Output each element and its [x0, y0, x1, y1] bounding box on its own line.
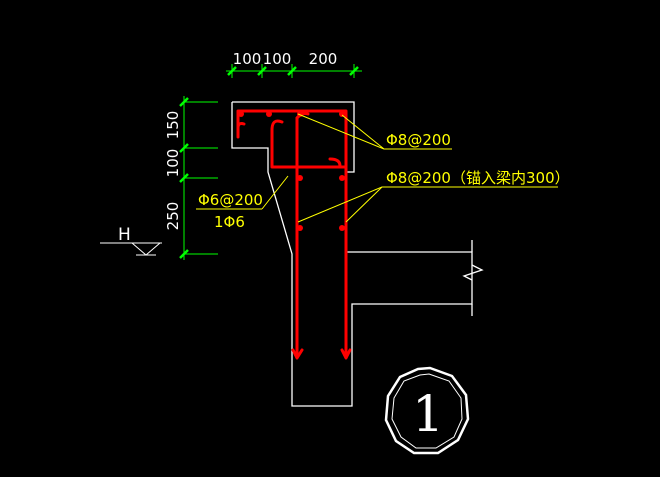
top-dim-tick: [227, 66, 237, 76]
rebar-dot: [339, 225, 345, 231]
rebar-dot: [297, 175, 303, 181]
top-dim-label: 200: [309, 50, 338, 68]
rebar-dot: [339, 175, 345, 181]
leader-line: [297, 186, 383, 223]
top-dimension: [226, 64, 362, 78]
level-mark: [100, 242, 162, 256]
detail-marker-outline: [384, 366, 470, 455]
left-dim-tick: [179, 97, 189, 107]
rebar-dot: [339, 111, 345, 117]
rebar-inner-hook: [270, 119, 284, 132]
left-dim-label: 250: [164, 202, 182, 231]
left-dim-label: 100: [164, 149, 182, 178]
leader-line: [341, 114, 385, 150]
left-dim-label: 150: [164, 111, 182, 140]
level-triangle: [131, 242, 161, 256]
level-label: H: [118, 225, 131, 245]
leader-lines: [196, 113, 558, 223]
rebar-group: [236, 109, 352, 360]
rebar-hook-right-bottom: [340, 348, 352, 360]
top-dim-label: 100: [263, 50, 292, 68]
break-symbol: [462, 264, 484, 281]
top-dim-tick: [349, 66, 359, 76]
detail-marker-inner: [391, 373, 463, 449]
top-dim-label: 100: [233, 50, 262, 68]
note-phi8-200-anchor: Φ8@200（锚入梁内300）: [386, 169, 570, 187]
leader-line: [297, 113, 385, 150]
leader-line: [261, 175, 289, 210]
note-1phi6: 1Φ6: [214, 213, 245, 231]
top-dim-tick: [287, 66, 297, 76]
concrete-outline: [231, 101, 473, 407]
detail-number: 1: [412, 385, 444, 443]
left-dimension: [179, 96, 218, 260]
rebar-inner-stirrup: [270, 128, 348, 169]
leader-line: [345, 186, 383, 223]
rebar-dot: [266, 111, 272, 117]
rebar-hook-left-bottom: [291, 348, 304, 360]
rebar-dots: [238, 111, 345, 231]
rebar-dot: [297, 225, 303, 231]
top-dim-tick: [257, 66, 267, 76]
left-dim-tick: [179, 143, 189, 153]
note-phi8-200: Φ8@200: [386, 131, 451, 149]
rebar-dot: [238, 111, 244, 117]
left-dim-tick: [179, 249, 189, 259]
note-phi6-200: Φ6@200: [198, 191, 263, 209]
left-dim-tick: [179, 173, 189, 183]
rebar-top-hook-left: [236, 122, 246, 130]
rebar-mid-hook: [328, 157, 342, 168]
